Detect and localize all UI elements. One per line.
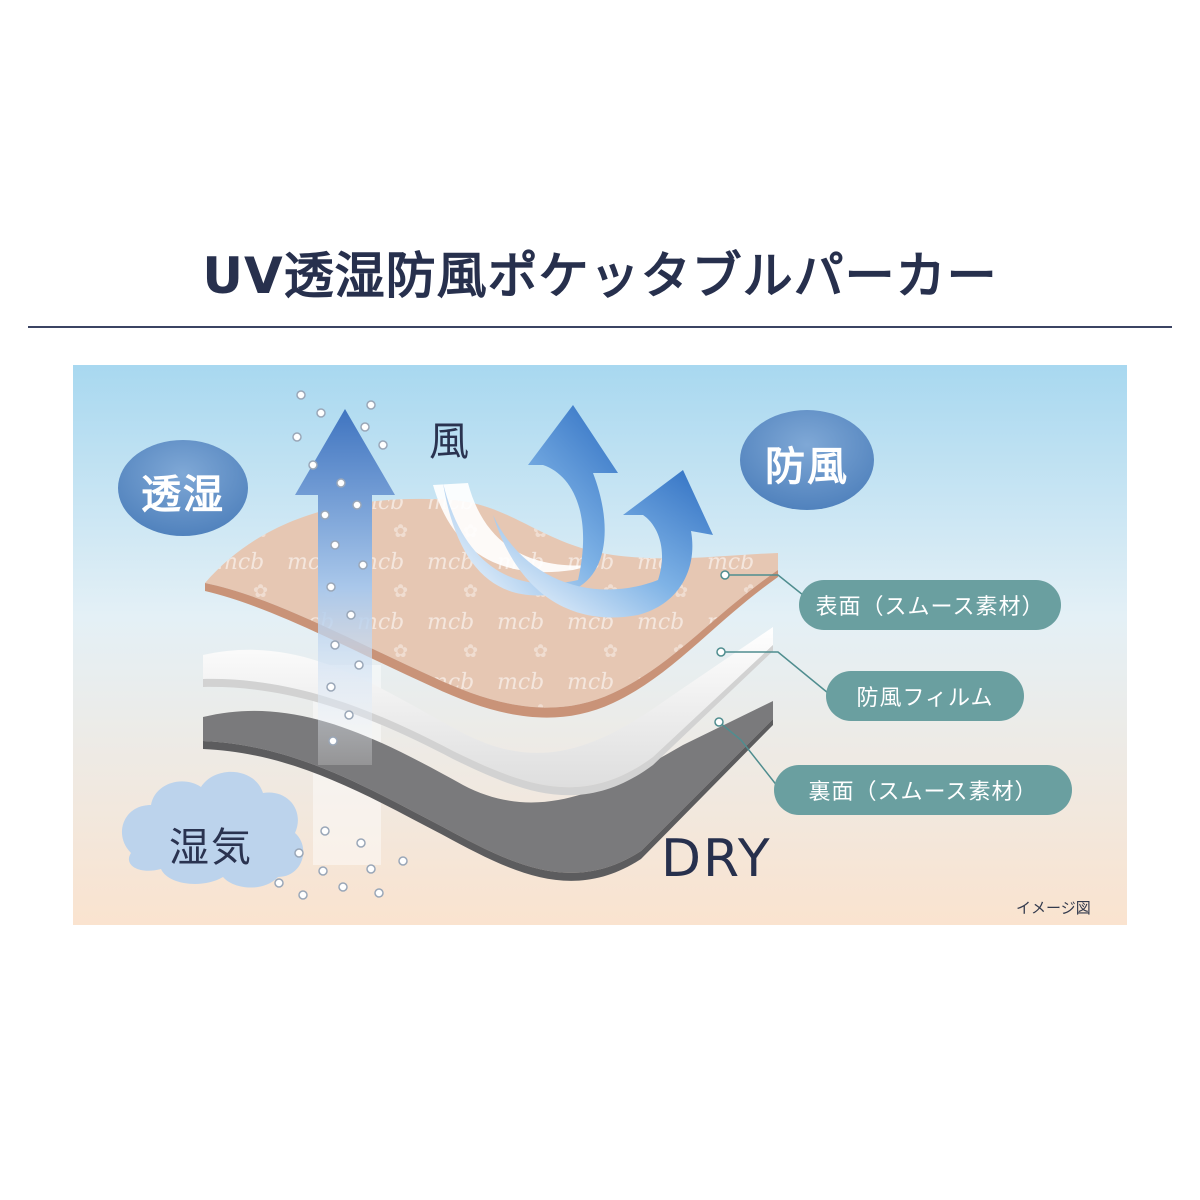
windproof-label: 防風 [765,444,849,490]
connector-dot-2 [716,647,726,657]
dry-label: DRY [661,829,772,889]
cloud-icon [121,771,304,888]
wind-arrow-icon [443,405,618,596]
film-layer-shape [203,627,773,788]
layer-label-surface: 表面（スムース素材） [799,580,1061,630]
upward-arrow-icon [295,409,395,765]
fabric-diagram: mcb ✿ [73,365,1127,925]
title-divider [28,326,1172,328]
layer-label-film: 防風フィルム [826,671,1024,721]
wind-arrow-icon-2 [493,470,713,618]
image-note: イメージ図 [1016,899,1091,917]
connector-dot-1 [720,570,730,580]
moisture-permeable-bubble [118,440,248,536]
moisture-permeable-label: 透湿 [141,472,225,518]
connector-line-3 [718,721,779,788]
windproof-bubble [740,410,874,510]
moisture-label: 湿気 [169,825,253,871]
page-title: UV透湿防風ポケッタブルパーカー [202,247,998,305]
water-droplet-icon [274,390,408,900]
connector-line-2 [721,651,829,694]
diagram-graphics: mcb ✿ [73,365,1127,925]
wind-label: 風 [429,419,469,465]
connector-dot-3 [714,717,724,727]
layer-label-back: 裏面（スムース素材） [774,765,1072,815]
